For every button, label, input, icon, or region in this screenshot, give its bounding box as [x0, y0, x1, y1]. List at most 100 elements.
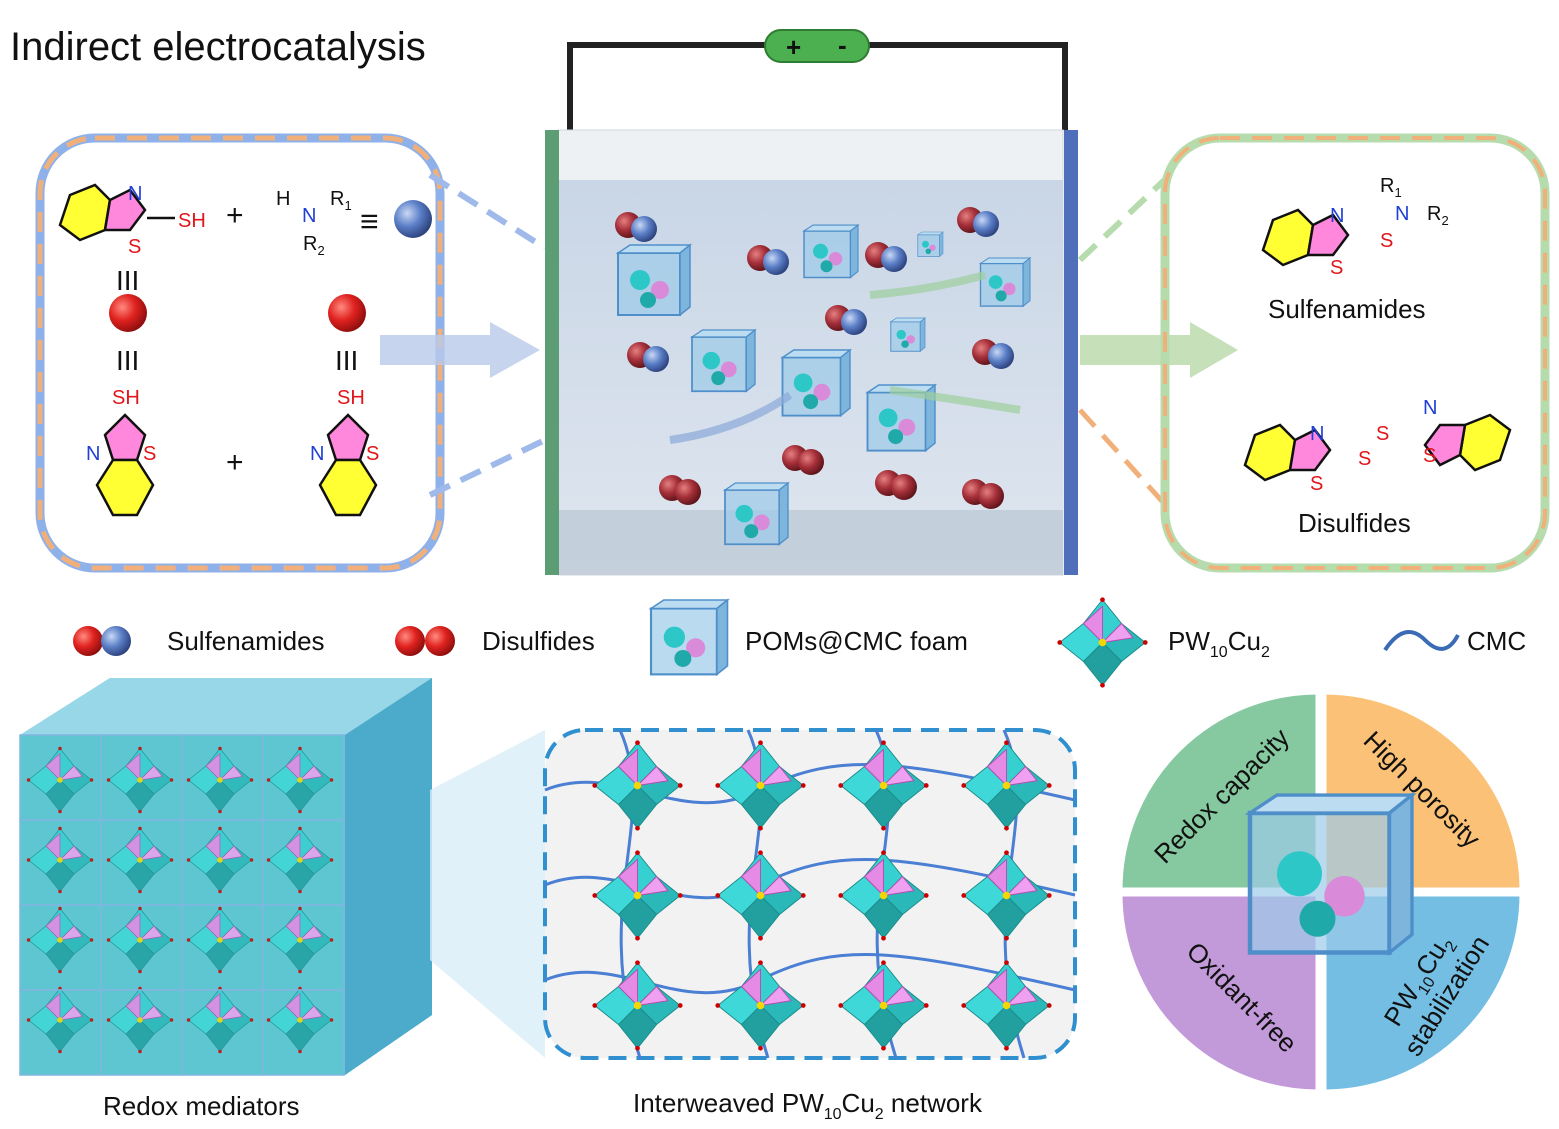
- r1-label: R: [1380, 175, 1394, 197]
- products-group: N S S N R1 R2 Sulfenamides N S S S N S D…: [1243, 175, 1512, 538]
- legend-pw: PW: [1168, 626, 1210, 656]
- atom-s: S: [1423, 445, 1436, 467]
- reactants-group: N S SH + H N R1 R2 ≡ III III III SH N S …: [58, 183, 432, 517]
- zoom-projection: [430, 730, 545, 1058]
- atom-h: H: [276, 188, 290, 210]
- foam-cube-icon: [890, 317, 926, 352]
- molecule-sphere-icon: [973, 211, 999, 237]
- atom-n: N: [1330, 205, 1344, 227]
- thiol-label: SH: [112, 387, 140, 409]
- foam-cube-center-icon: [1250, 795, 1412, 953]
- atom-s: S: [1358, 448, 1371, 470]
- r2-label: R: [1427, 203, 1441, 225]
- r1-subscript: 1: [344, 198, 351, 213]
- input-arrow-icon: [380, 322, 540, 378]
- r2-subscript: 2: [1441, 213, 1448, 228]
- redox-mediators-label: Redox mediators: [103, 1091, 300, 1121]
- atom-s: S: [128, 236, 141, 258]
- r1-label: R: [330, 188, 344, 210]
- output-arrow-icon: [1080, 322, 1238, 378]
- anode-electrode: [545, 130, 559, 575]
- svg-text:Interweaved PW10Cu2 network: Interweaved PW10Cu2 network: [633, 1088, 983, 1123]
- battery-minus: -: [838, 30, 847, 60]
- figure-title: Indirect electrocatalysis: [10, 25, 426, 69]
- molecule-sphere-icon: [643, 346, 669, 372]
- foam-cube-icon: [917, 231, 944, 257]
- network-label-cu: Cu: [842, 1088, 875, 1118]
- legend-cu-sub: 2: [1261, 644, 1270, 661]
- disulfide-sphere-icon: [395, 626, 425, 656]
- molecule-sphere-icon: [891, 474, 917, 500]
- sulfenamides-label: Sulfenamides: [1268, 294, 1426, 324]
- r1-subscript: 1: [1394, 185, 1401, 200]
- atom-n: N: [1310, 423, 1324, 445]
- reactants-box-dash: [37, 135, 443, 571]
- disulfides-label: Disulfides: [1298, 508, 1411, 538]
- electrolysis-cell: + -: [545, 29, 1078, 576]
- legend-disulfides: Disulfides: [482, 626, 595, 656]
- disulfide-structure-right: [1423, 413, 1512, 472]
- pw10cu2-network: [544, 729, 1076, 1059]
- molecule-sphere-icon: [675, 479, 701, 505]
- disulfide-sphere-icon: [425, 626, 455, 656]
- atom-s: S: [1376, 423, 1389, 445]
- foam-cube-icon: [724, 482, 789, 546]
- amine-sphere-icon: [394, 200, 432, 238]
- sulfenamide-sphere-s-icon: [73, 626, 103, 656]
- pw10cu2-cluster-icon: [1056, 596, 1149, 689]
- plus-sign: +: [226, 199, 244, 232]
- foam-cube-icon: [649, 598, 729, 676]
- foam-cube-icon: [781, 349, 851, 417]
- redox-mediator-cube: [19, 678, 432, 1076]
- network-label-sub: 10: [824, 1106, 842, 1123]
- svg-text:R2: R2: [1427, 203, 1449, 228]
- atom-n: N: [86, 443, 100, 465]
- legend-pw-sub: 10: [1210, 644, 1228, 661]
- thiol-label: SH: [337, 387, 365, 409]
- molecule-sphere-icon: [841, 309, 867, 335]
- molecule-sphere-icon: [763, 249, 789, 275]
- pw-sub: 10: [1415, 974, 1439, 998]
- atom-n: N: [1395, 203, 1409, 225]
- connector-line: [428, 437, 547, 498]
- properties-circle: Redox capacity High porosity Oxidant-fre…: [1117, 689, 1525, 1095]
- atom-s: S: [1310, 473, 1323, 495]
- flow-arrow-icon: [889, 386, 1021, 414]
- connector-line: [428, 172, 547, 251]
- molecule-sphere-icon: [881, 246, 907, 272]
- molecule-sphere-icon: [631, 216, 657, 242]
- atom-n-amine: N: [302, 205, 316, 227]
- network-label: Interweaved PW: [633, 1088, 824, 1118]
- equivalence-bars: III: [116, 345, 139, 376]
- legend-cu: Cu: [1228, 626, 1261, 656]
- legend: Sulfenamides Disulfides POMs@CMC foam PW…: [73, 596, 1526, 689]
- legend-cmc: CMC: [1467, 626, 1526, 656]
- products-box-dash: [1163, 136, 1547, 570]
- equivalence-bars: III: [116, 265, 139, 296]
- atom-s: S: [1330, 257, 1343, 279]
- benzothiazole-structure: [318, 413, 378, 517]
- svg-text:R1: R1: [1380, 175, 1402, 200]
- battery-icon: [764, 29, 870, 63]
- foam-cube-icon: [803, 224, 859, 279]
- r2-subscript: 2: [317, 243, 324, 258]
- connector-line: [1078, 408, 1172, 512]
- r2-label: R: [303, 233, 317, 255]
- molecule-sphere-icon: [798, 449, 824, 475]
- thiol-sphere-icon: [328, 294, 366, 332]
- network-label-sub: 2: [875, 1106, 884, 1123]
- foam-cube-icon: [617, 244, 691, 316]
- legend-foam: POMs@CMC foam: [745, 626, 968, 656]
- molecule-sphere-icon: [978, 483, 1004, 509]
- equivalence-sign: ≡: [360, 203, 379, 239]
- battery-plus: +: [786, 32, 801, 62]
- atom-n: N: [1423, 397, 1437, 419]
- cell-particles: [615, 207, 1031, 546]
- atom-n: N: [128, 183, 142, 205]
- molecule-sphere-icon: [988, 343, 1014, 369]
- plus-sign: +: [226, 446, 244, 479]
- equivalence-bars: III: [335, 345, 358, 376]
- atom-s: S: [366, 443, 379, 465]
